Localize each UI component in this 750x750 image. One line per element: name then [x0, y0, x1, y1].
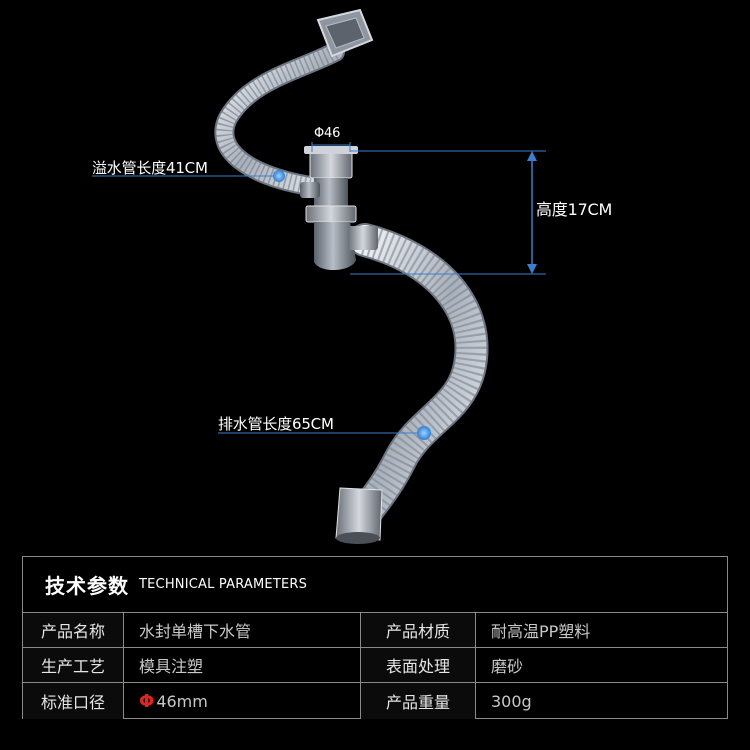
diameter-symbol: Φ — [139, 690, 155, 712]
diameter-value: 46mm — [156, 691, 208, 711]
spec-panel: 技术参数 TECHNICAL PARAMETERS 产品名称 水封单槽下水管 产… — [22, 556, 728, 719]
diameter-dimension — [311, 142, 351, 152]
spec-title-en: TECHNICAL PARAMETERS — [139, 577, 308, 592]
overflow-leader — [92, 170, 285, 182]
product-illustration — [92, 8, 546, 544]
spec-row: 标准口径 Φ 46mm 产品重量 300g — [23, 683, 727, 719]
spec-value: 磨砂 — [491, 657, 524, 676]
spec-header: 技术参数 TECHNICAL PARAMETERS — [23, 557, 727, 613]
spec-label: 生产工艺 — [23, 648, 124, 682]
spec-value: 模具注塑 — [124, 648, 361, 682]
spec-row: 产品名称 水封单槽下水管 产品材质 耐高温PP塑料 — [23, 613, 727, 648]
spec-label: 产品重量 — [361, 683, 476, 719]
overflow-hose — [214, 42, 345, 196]
drain-leader — [218, 426, 431, 440]
drain-hose — [343, 223, 489, 537]
height-dimension — [350, 150, 546, 275]
overflow-hose-length-label: 溢水管长度41CM — [92, 159, 208, 177]
spec-value: 水封单槽下水管 — [124, 613, 361, 647]
spec-title-cn: 技术参数 — [45, 574, 129, 598]
spec-value: 300g — [491, 691, 532, 711]
spec-label: 产品材质 — [361, 613, 476, 647]
spec-label: 表面处理 — [361, 648, 476, 682]
spec-label: 标准口径 — [23, 683, 124, 719]
diameter-label: Φ46 — [314, 126, 341, 141]
height-label: 高度17CM — [536, 200, 613, 219]
drain-hose-length-label: 排水管长度65CM — [218, 415, 334, 433]
drain-end-fitting — [335, 487, 383, 544]
spec-value: 耐高温PP塑料 — [491, 622, 591, 641]
spec-label: 产品名称 — [23, 613, 124, 647]
spec-row: 生产工艺 模具注塑 表面处理 磨砂 — [23, 648, 727, 683]
trap-body — [300, 146, 378, 271]
spec-value: Φ 46mm — [124, 683, 361, 719]
overflow-head — [316, 8, 374, 58]
